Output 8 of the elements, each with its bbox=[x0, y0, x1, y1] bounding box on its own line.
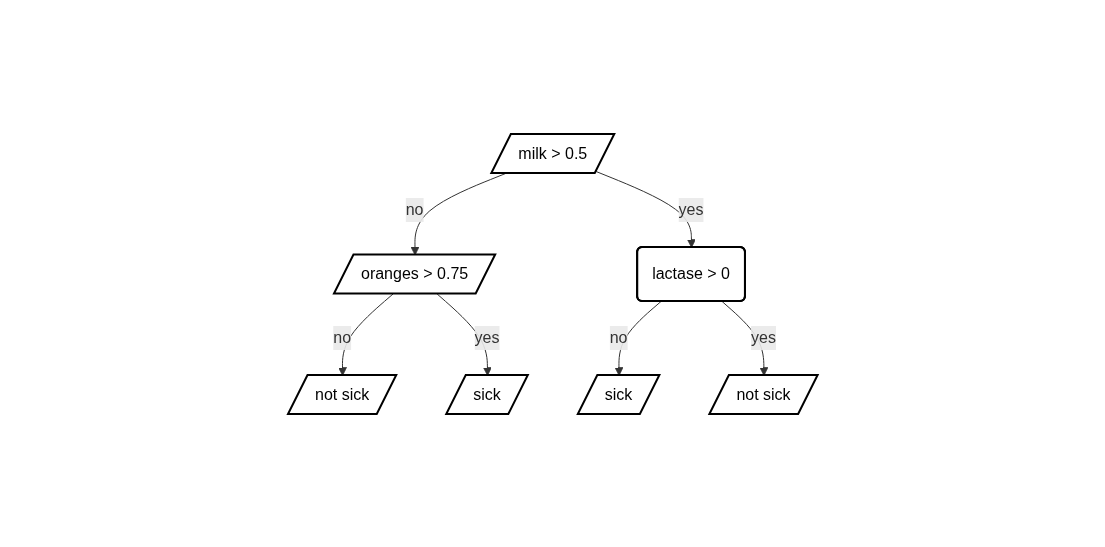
edge-label: yes bbox=[750, 328, 776, 346]
arrow bbox=[595, 170, 696, 248]
edge-label: no bbox=[405, 200, 424, 218]
edge-label: yes bbox=[678, 200, 704, 218]
edge-label: no bbox=[609, 328, 628, 346]
arrow bbox=[410, 172, 506, 255]
edge-label: yes bbox=[474, 328, 500, 346]
edge-label: no bbox=[332, 328, 351, 346]
